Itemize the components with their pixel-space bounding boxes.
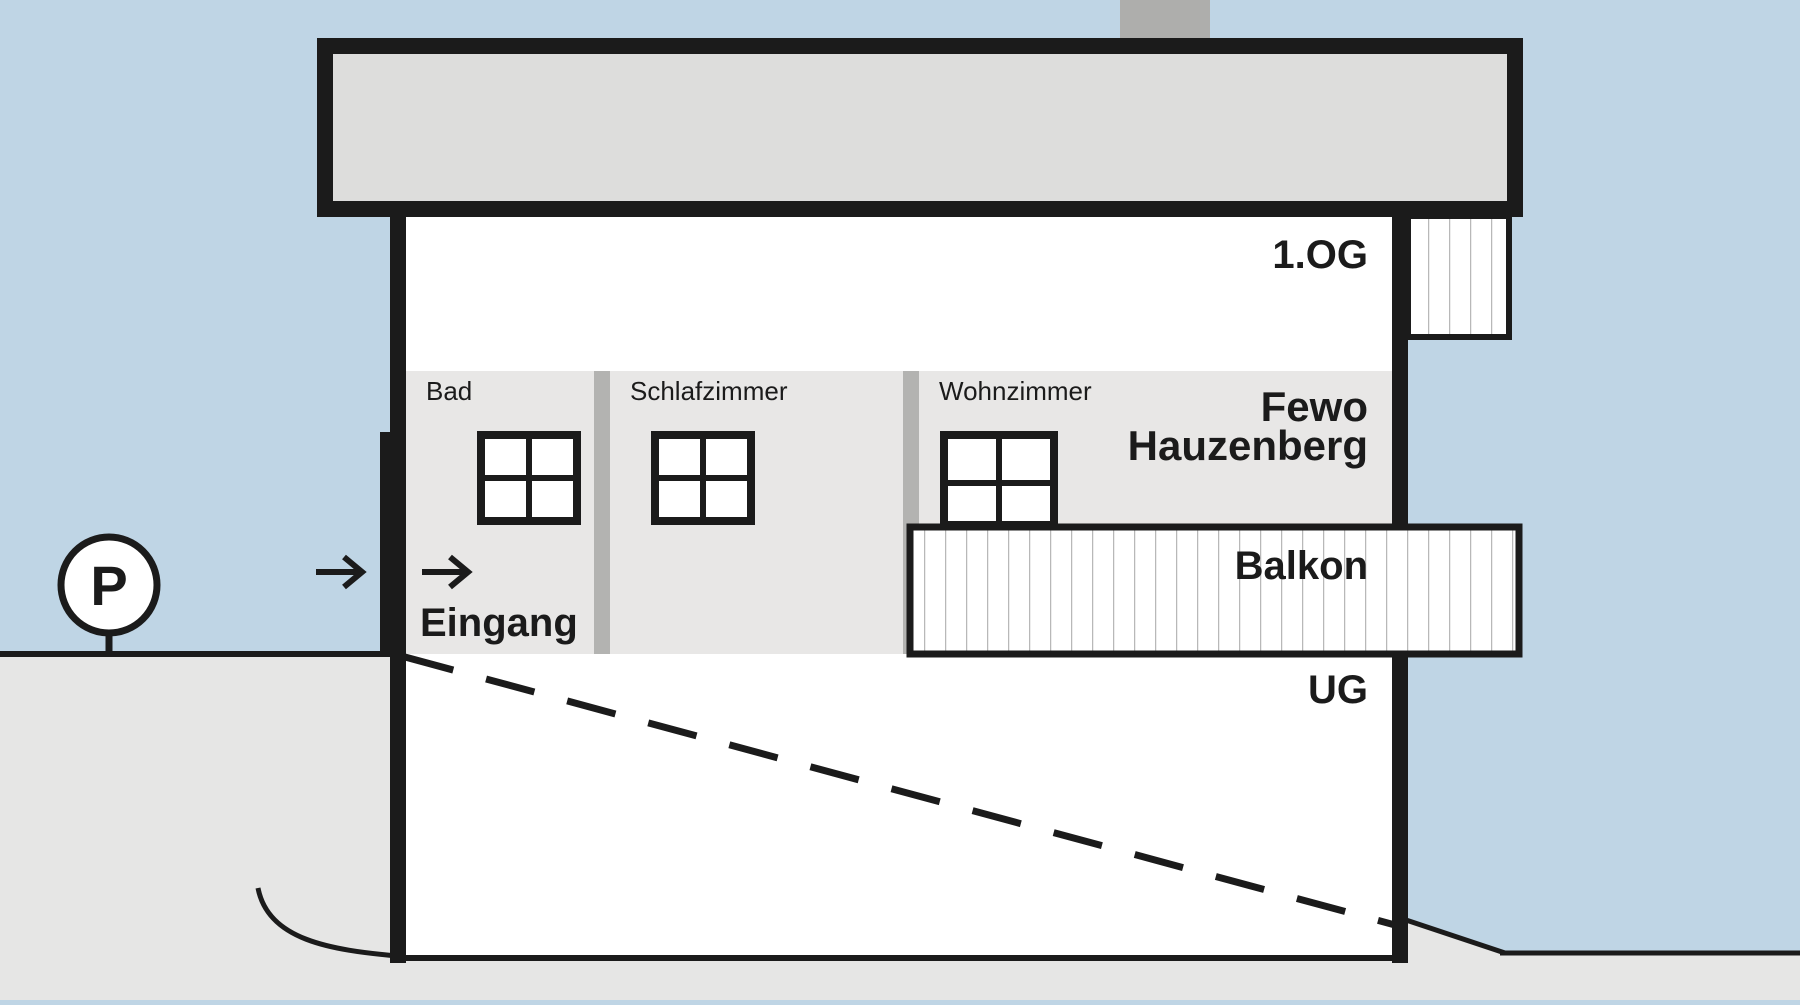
balcony-label: Balkon — [1235, 544, 1368, 588]
ground — [0, 654, 1800, 1000]
ground-line-right — [1399, 915, 1506, 956]
roof — [317, 38, 1523, 217]
balcony — [906, 523, 1523, 658]
room-label-bedroom: Schlafzimmer — [630, 376, 788, 406]
room-divider-1 — [594, 371, 610, 654]
parking-sign-letter: P — [90, 554, 127, 617]
window-bedroom — [651, 431, 755, 525]
chimney — [1120, 0, 1210, 42]
upper-balcony — [1405, 213, 1512, 340]
floor-label-upper: 1.OG — [1272, 233, 1368, 277]
entrance-label: Eingang — [420, 601, 578, 645]
apartment-name-line2: Hauzenberg — [1128, 422, 1368, 469]
window-living-room — [940, 431, 1058, 529]
entrance-door — [380, 432, 390, 654]
arrow-outside-icon — [316, 554, 367, 590]
room-label-bath: Bad — [426, 376, 472, 406]
parking-sign: P — [57, 533, 161, 654]
basement-slope-line — [404, 653, 1396, 929]
ground-curve — [255, 887, 399, 959]
window-bath — [477, 431, 581, 525]
apartment-name-line1: Fewo — [1261, 383, 1368, 430]
room-label-living-room: Wohnzimmer — [939, 376, 1092, 406]
floor-label-basement: UG — [1308, 668, 1368, 712]
arrow-inside-icon — [422, 554, 473, 590]
